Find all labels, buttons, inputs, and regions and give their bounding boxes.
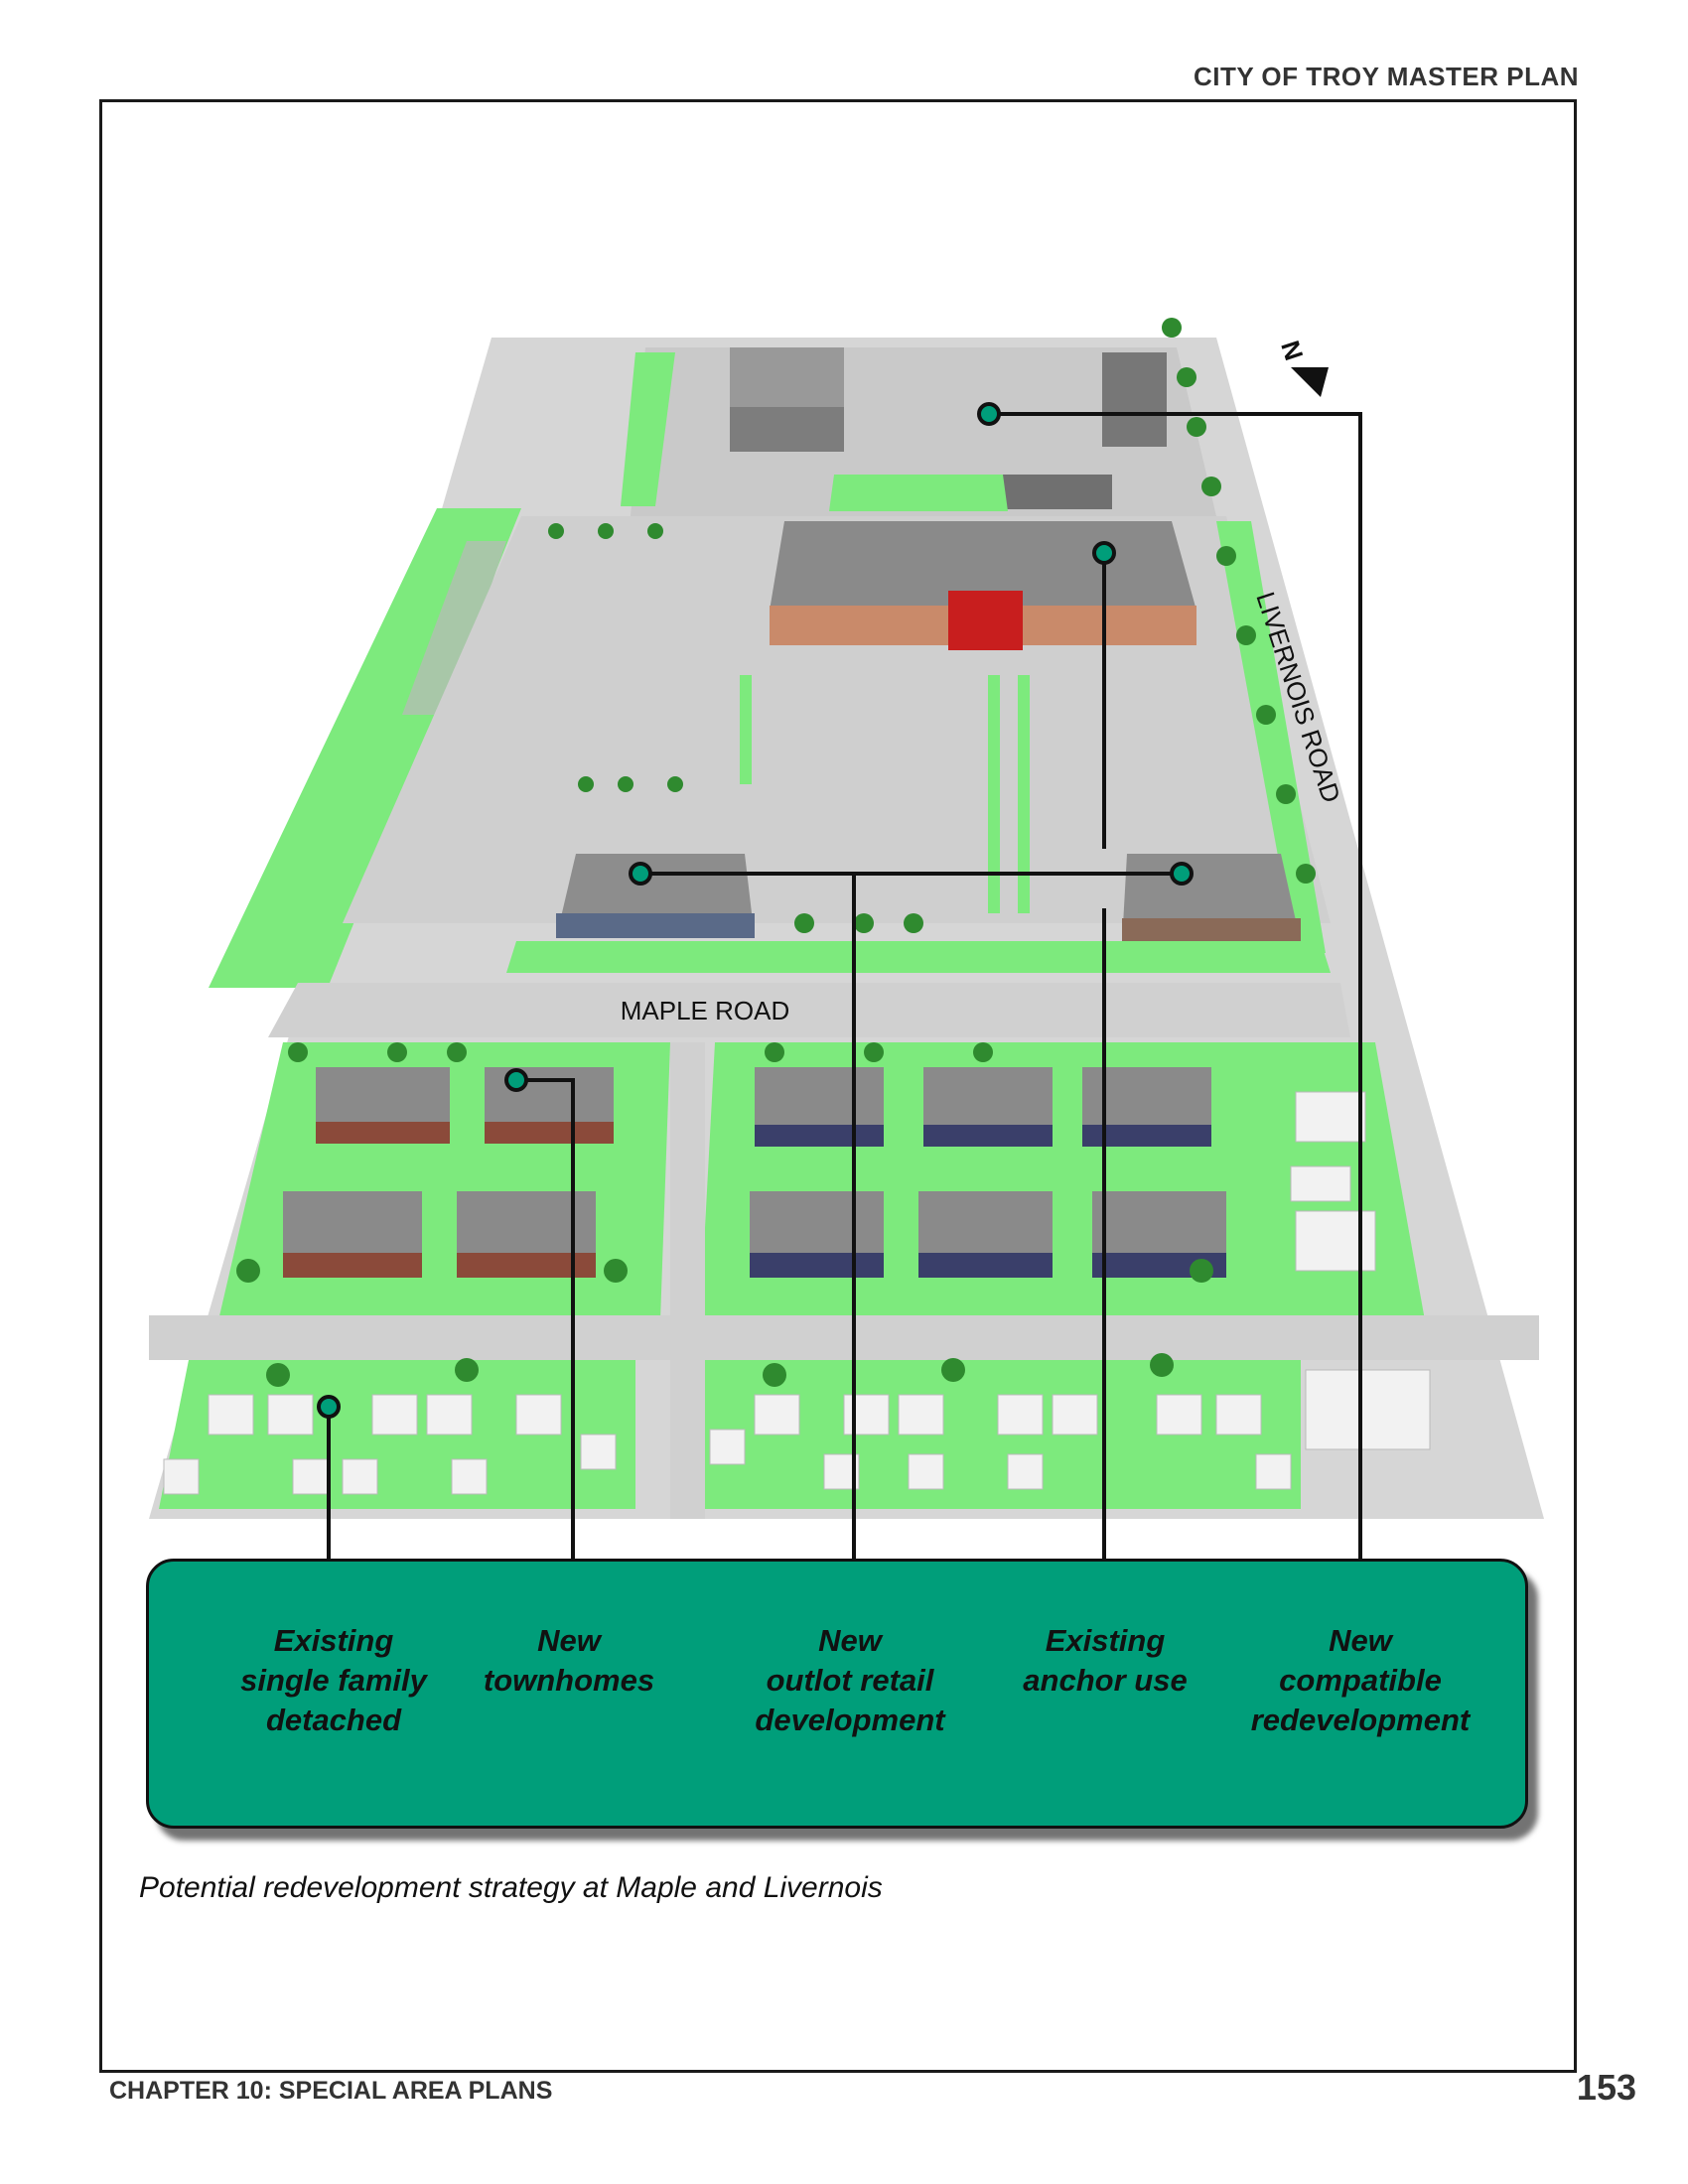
maple-grass-strip	[506, 941, 1331, 973]
cross-street	[149, 1315, 1539, 1360]
center-small-building	[1003, 475, 1112, 509]
figure-caption: Potential redevelopment strategy at Mapl…	[139, 1871, 883, 1904]
townhome-facades	[283, 1122, 1226, 1278]
landscape-island	[740, 675, 752, 784]
trees	[236, 318, 1316, 1387]
north-arrow-label: N	[1275, 337, 1309, 363]
leader-townhomes	[516, 1078, 575, 1564]
marker-outlot-west	[629, 862, 652, 886]
east-small-building	[1102, 352, 1167, 447]
page-frame	[99, 99, 1577, 2073]
anchor-entrance	[948, 591, 1023, 650]
north-grass-strip	[621, 352, 675, 506]
maple-road-label: MAPLE ROAD	[621, 996, 790, 1025]
north-arrow-icon: N	[1275, 337, 1329, 397]
legend-item-new-outlot-retail: New outlot retail development	[755, 1623, 945, 1737]
legend-item-new-townhomes: New townhomes	[483, 1623, 655, 1698]
legend-item-existing-single-family: Existing single family detached	[240, 1623, 427, 1737]
footer-page-number: 153	[1576, 2067, 1636, 2108]
outlot-building-east-facade	[1122, 918, 1301, 943]
legend-item-existing-anchor-use: Existing anchor use	[1023, 1623, 1188, 1698]
footer-chapter-title: CHAPTER 10: SPECIAL AREA PLANS	[109, 2077, 553, 2105]
outlot-building-west-facade	[556, 913, 755, 938]
north-building-top	[730, 347, 844, 407]
callout-markers	[317, 402, 1194, 1419]
maple-road	[268, 983, 1350, 1037]
leader-compatible-redevelopment	[989, 412, 1362, 1564]
marker-single-family	[317, 1395, 341, 1419]
marker-anchor-use	[1092, 541, 1116, 565]
north-grass-lawn	[829, 475, 1008, 511]
callout-leaders	[327, 412, 1362, 1564]
anchor-building-roof	[770, 521, 1196, 611]
document-header-title: CITY OF TROY MASTER PLAN	[1193, 62, 1579, 91]
legend-item-new-compatible-redevelopment: New compatible redevelopment	[1250, 1623, 1471, 1737]
cross-street	[670, 1042, 705, 1519]
marker-outlot-east	[1170, 862, 1194, 886]
landscape-island	[988, 675, 1000, 913]
single-family-houses	[163, 1091, 1431, 1495]
landscape-island	[1018, 675, 1030, 913]
marker-townhomes	[504, 1068, 528, 1092]
marker-compatible-redevelopment	[977, 402, 1001, 426]
legend-callout-box: Existing single family detached New town…	[146, 1559, 1528, 1829]
west-track	[402, 541, 506, 715]
